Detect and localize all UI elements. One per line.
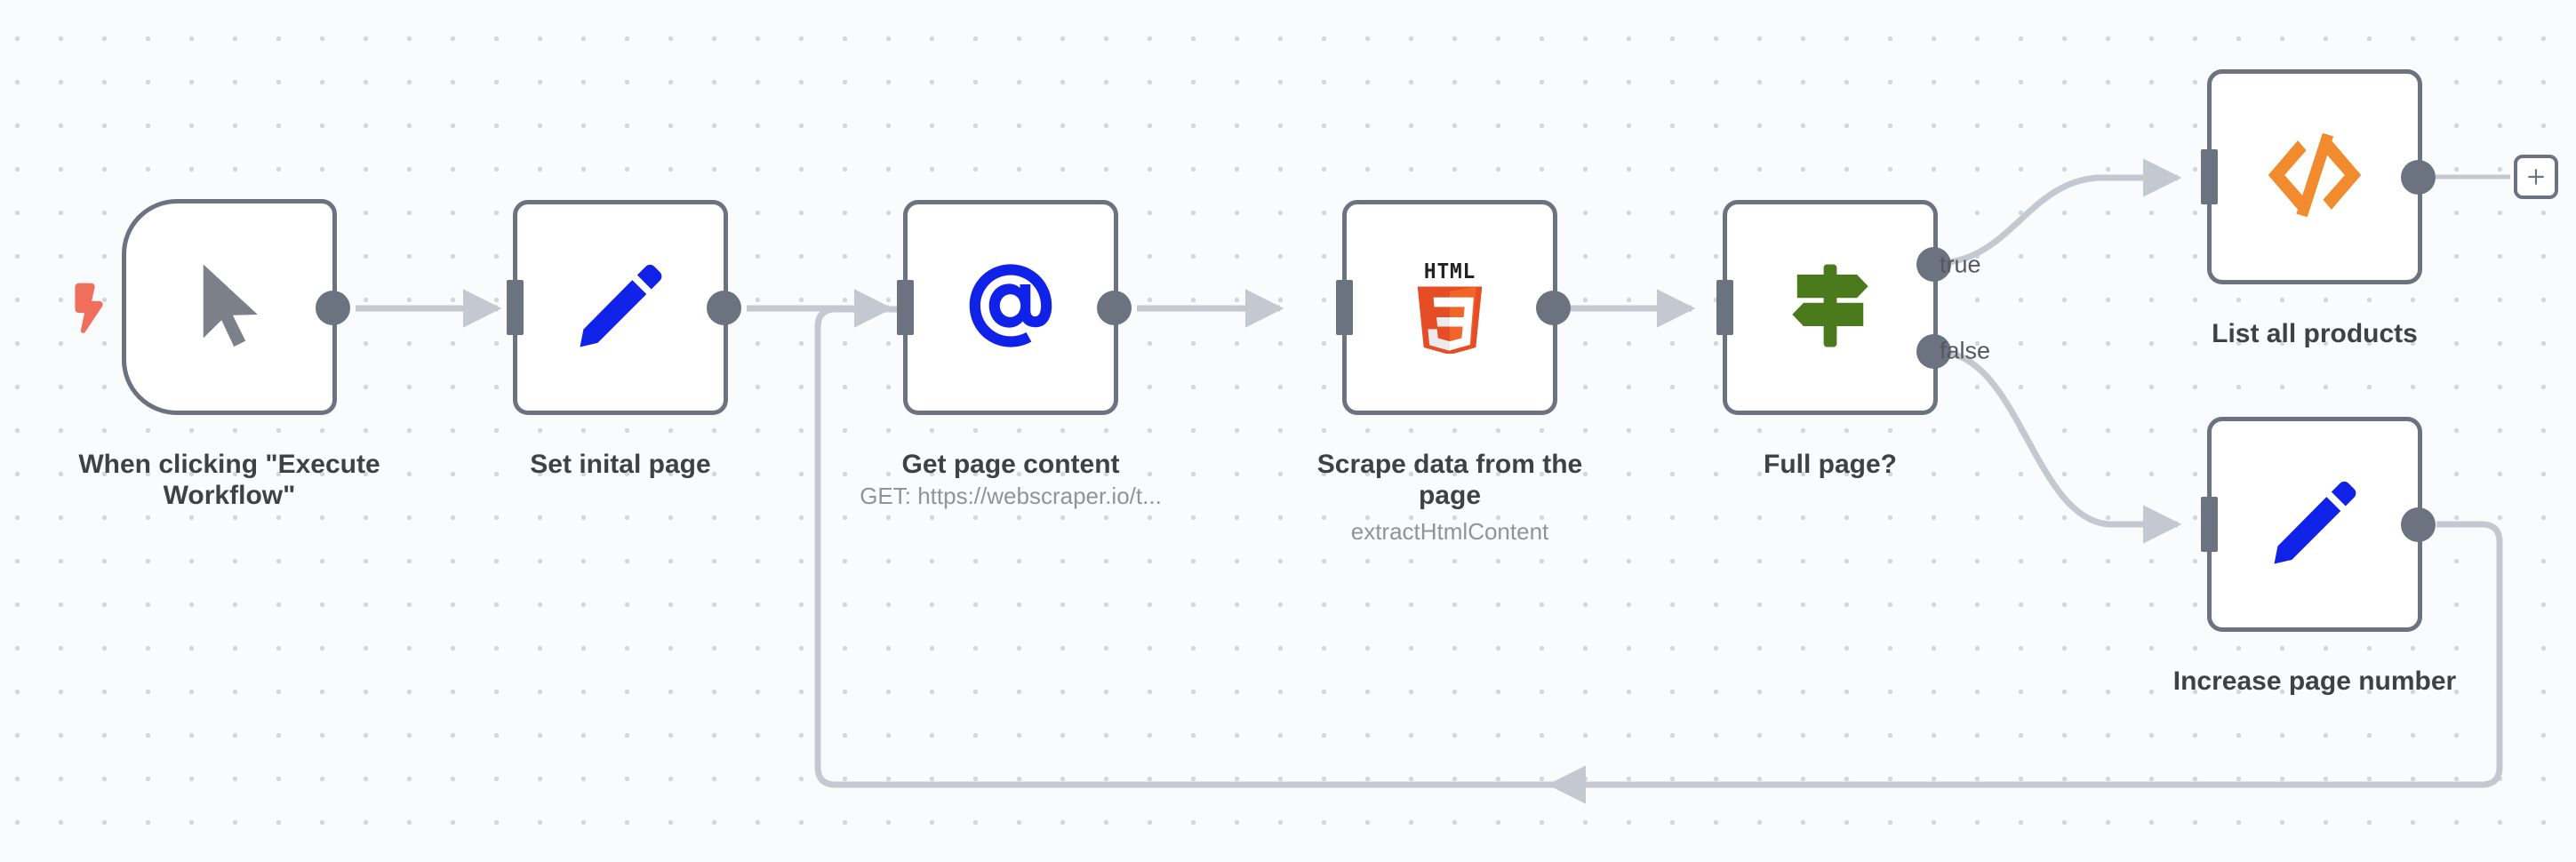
plus-icon	[2528, 169, 2544, 185]
node-caption-scrape-data-from-the-page: Scrape data from the page	[1316, 450, 1583, 511]
signpost-icon	[1781, 259, 1879, 356]
node-subcaption-scrape-data-from-the-page: extractHtmlContent	[1350, 518, 1549, 545]
node-set-inital-page[interactable]	[507, 200, 741, 415]
input-port[interactable]	[1716, 280, 1733, 335]
node-scrape-data-from-the-page[interactable]: HTML	[1336, 200, 1571, 415]
output-port-true[interactable]: true	[1916, 247, 1981, 283]
node-when-clicking-execute-workflow[interactable]	[122, 199, 350, 415]
output-port[interactable]	[2401, 507, 2436, 542]
output-port-false[interactable]: false	[1916, 333, 1990, 369]
input-port[interactable]	[897, 280, 914, 335]
output-port[interactable]	[316, 290, 350, 325]
edge-full-page-false-to-increase-page-number	[1940, 348, 2182, 544]
node-increase-page-number[interactable]	[2201, 417, 2436, 632]
output-port[interactable]	[707, 291, 741, 325]
node-list-all-products[interactable]	[2201, 69, 2436, 284]
pencil-icon	[574, 259, 667, 356]
html5-icon: HTML	[1412, 258, 1488, 358]
lightning-bolt-icon	[74, 283, 104, 334]
input-port[interactable]	[2201, 149, 2218, 204]
output-port[interactable]	[1097, 291, 1132, 325]
node-caption-get-page-content: Get page content	[901, 450, 1120, 479]
output-port[interactable]	[1536, 291, 1571, 325]
output-port[interactable]	[2401, 160, 2436, 195]
pencil-icon	[2268, 476, 2361, 573]
at-sign-icon	[963, 258, 1059, 358]
add-node-button[interactable]	[2514, 155, 2558, 199]
code-brackets-icon	[2265, 131, 2364, 224]
node-full-page[interactable]: true false	[1716, 200, 1990, 415]
input-port[interactable]	[507, 280, 524, 335]
node-get-page-content[interactable]	[897, 200, 1132, 415]
node-caption-increase-page-number: Increase page number	[2172, 666, 2457, 696]
node-subcaption-get-page-content: GET: https://webscraper.io/t...	[860, 483, 1162, 509]
node-caption-when-clicking-execute-workflow: When clicking "Execute Workflow"	[78, 450, 380, 511]
output-label-false: false	[1940, 337, 1991, 364]
node-caption-set-inital-page: Set inital page	[530, 450, 711, 479]
node-caption-full-page: Full page?	[1764, 450, 1897, 479]
svg-text:HTML: HTML	[1424, 260, 1476, 283]
mouse-pointer-icon	[183, 259, 276, 355]
output-label-true: true	[1940, 251, 1981, 278]
input-port[interactable]	[2201, 497, 2218, 552]
node-caption-list-all-products: List all products	[2212, 319, 2418, 348]
input-port[interactable]	[1336, 280, 1353, 335]
